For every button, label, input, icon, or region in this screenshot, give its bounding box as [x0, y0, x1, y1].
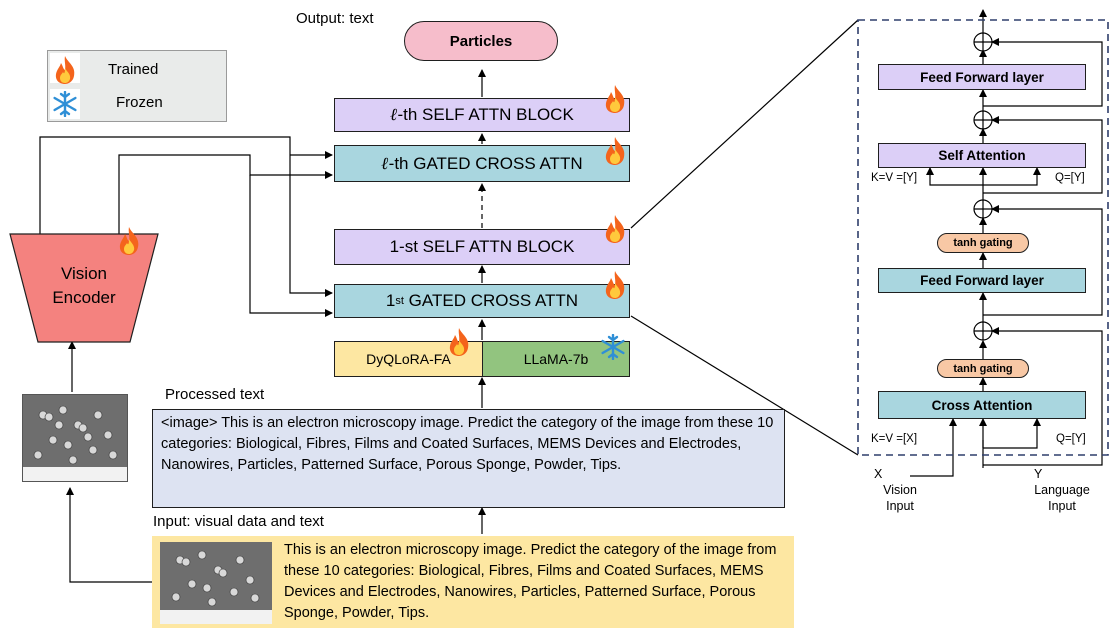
- encoder-wire-1: [39, 136, 333, 297]
- fire-icon: [605, 137, 625, 165]
- first-gated-sup: st: [395, 295, 404, 307]
- snowflake-icon: [53, 91, 77, 117]
- detail-cross-attention: Cross Attention: [878, 391, 1086, 419]
- vision-input-line2: Input: [886, 499, 914, 513]
- legend-trained-label: Trained: [108, 61, 159, 78]
- first-gated-label: GATED CROSS ATTN: [403, 291, 579, 310]
- detail-kv-y: K=V =[Y]: [871, 172, 918, 184]
- vision-input-label: X Vision Input: [870, 466, 930, 514]
- l-th-gated-label: -th GATED CROSS ATTN: [388, 153, 583, 173]
- y-label: Y: [1034, 467, 1043, 481]
- output-label: Output: text: [296, 10, 374, 27]
- language-input-line2: Input: [1048, 499, 1076, 513]
- arrow-input-to-image: [66, 487, 152, 583]
- llama-box: LLaMA-7b: [482, 341, 630, 377]
- l-th-self-attn-block: ℓ-th SELF ATTN BLOCK: [334, 98, 630, 132]
- input-box: This is an electron microscopy image. Pr…: [152, 536, 794, 628]
- ell-symbol-2: ℓ: [381, 153, 389, 174]
- first-gated-num: 1: [385, 291, 396, 310]
- vision-encoder-shape: [9, 233, 159, 343]
- fire-icon: [605, 271, 625, 299]
- l-th-gated-cross-attn: ℓ-th GATED CROSS ATTN: [334, 145, 630, 182]
- fire-icon: [605, 215, 625, 243]
- output-box: Particles: [404, 21, 558, 61]
- detail-tanh-gating-1: tanh gating: [937, 233, 1029, 253]
- vision-encoder: Vision Encoder: [20, 262, 148, 310]
- language-input-line1: Language: [1034, 483, 1090, 497]
- processed-label: Processed text: [165, 386, 265, 403]
- input-text: This is an electron microscopy image. Pr…: [284, 542, 777, 621]
- ell-symbol: ℓ: [390, 105, 398, 125]
- l-th-self-attn-label: -th SELF ATTN BLOCK: [397, 105, 574, 124]
- detail-q-y-2: Q=[Y]: [1056, 433, 1086, 445]
- detail-self-attention: Self Attention: [878, 143, 1086, 168]
- language-input-label: Y Language Input: [1028, 466, 1096, 514]
- vision-encoder-line2: Encoder: [52, 288, 116, 307]
- detail-kv-x: K=V =[X]: [871, 433, 918, 445]
- detail-q-y: Q=[Y]: [1055, 172, 1085, 184]
- fire-icon: [55, 56, 75, 84]
- input-microscopy-image: [160, 542, 272, 624]
- snowflake-icon: [601, 334, 625, 360]
- detail-ff-top: Feed Forward layer: [878, 64, 1086, 90]
- detail-frame: [857, 19, 1109, 456]
- microscopy-image-thumbnail: [22, 394, 128, 482]
- first-self-attn-block: 1-st SELF ATTN BLOCK: [334, 229, 630, 265]
- detail-tanh-gating-2: tanh gating: [937, 359, 1029, 378]
- input-label: Input: visual data and text: [153, 513, 324, 530]
- processed-text-box: <image> This is an electron microscopy i…: [152, 409, 785, 508]
- detail-ff-bottom: Feed Forward layer: [878, 268, 1086, 293]
- encoder-wire-2b: [249, 175, 333, 317]
- fire-icon: [449, 328, 469, 356]
- zoom-line-top: [630, 19, 859, 229]
- zoom-line-bottom: [630, 315, 859, 456]
- legend-frozen-label: Frozen: [116, 94, 163, 111]
- x-label: X: [874, 467, 883, 481]
- vision-encoder-line1: Vision: [61, 264, 107, 283]
- encoder-wire-2: [118, 154, 333, 234]
- fire-icon: [119, 227, 139, 255]
- particles-image: [23, 395, 127, 481]
- vision-input-line1: Vision: [883, 483, 917, 497]
- fire-icon: [605, 85, 625, 113]
